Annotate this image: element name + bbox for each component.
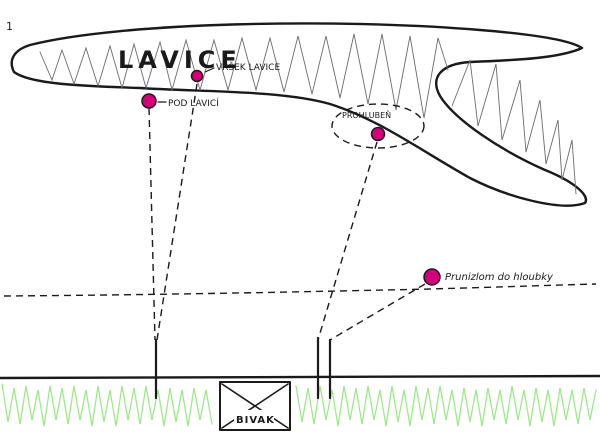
shelf-outline	[10, 22, 588, 207]
break-line	[3, 283, 597, 297]
connector-lines	[148, 83, 426, 341]
point-label-pod: POD LAVICÍ	[168, 97, 219, 109]
shelf-hatching	[39, 33, 577, 195]
page-number: 1	[6, 20, 13, 33]
shelf-title: LAVICE	[118, 46, 242, 74]
point-marker-prunizlom	[423, 268, 441, 286]
grass	[1, 383, 597, 427]
ground-line	[0, 374, 600, 380]
point-marker-pod	[141, 93, 167, 109]
bivak-box	[219, 381, 291, 431]
point-label-prunizlom: Prunizlom do hloubky	[445, 272, 554, 283]
point-label-prohluben: PROHLUBEŇ	[342, 110, 391, 120]
point-marker-vrsek	[190, 67, 215, 83]
bivak-label: BIVAK	[236, 415, 275, 426]
point-label-vrsek: VRŠEK LAVICE	[216, 61, 280, 73]
point-marker-prohluben	[370, 126, 386, 142]
depression-outline	[331, 103, 425, 149]
stakes	[154, 336, 332, 400]
